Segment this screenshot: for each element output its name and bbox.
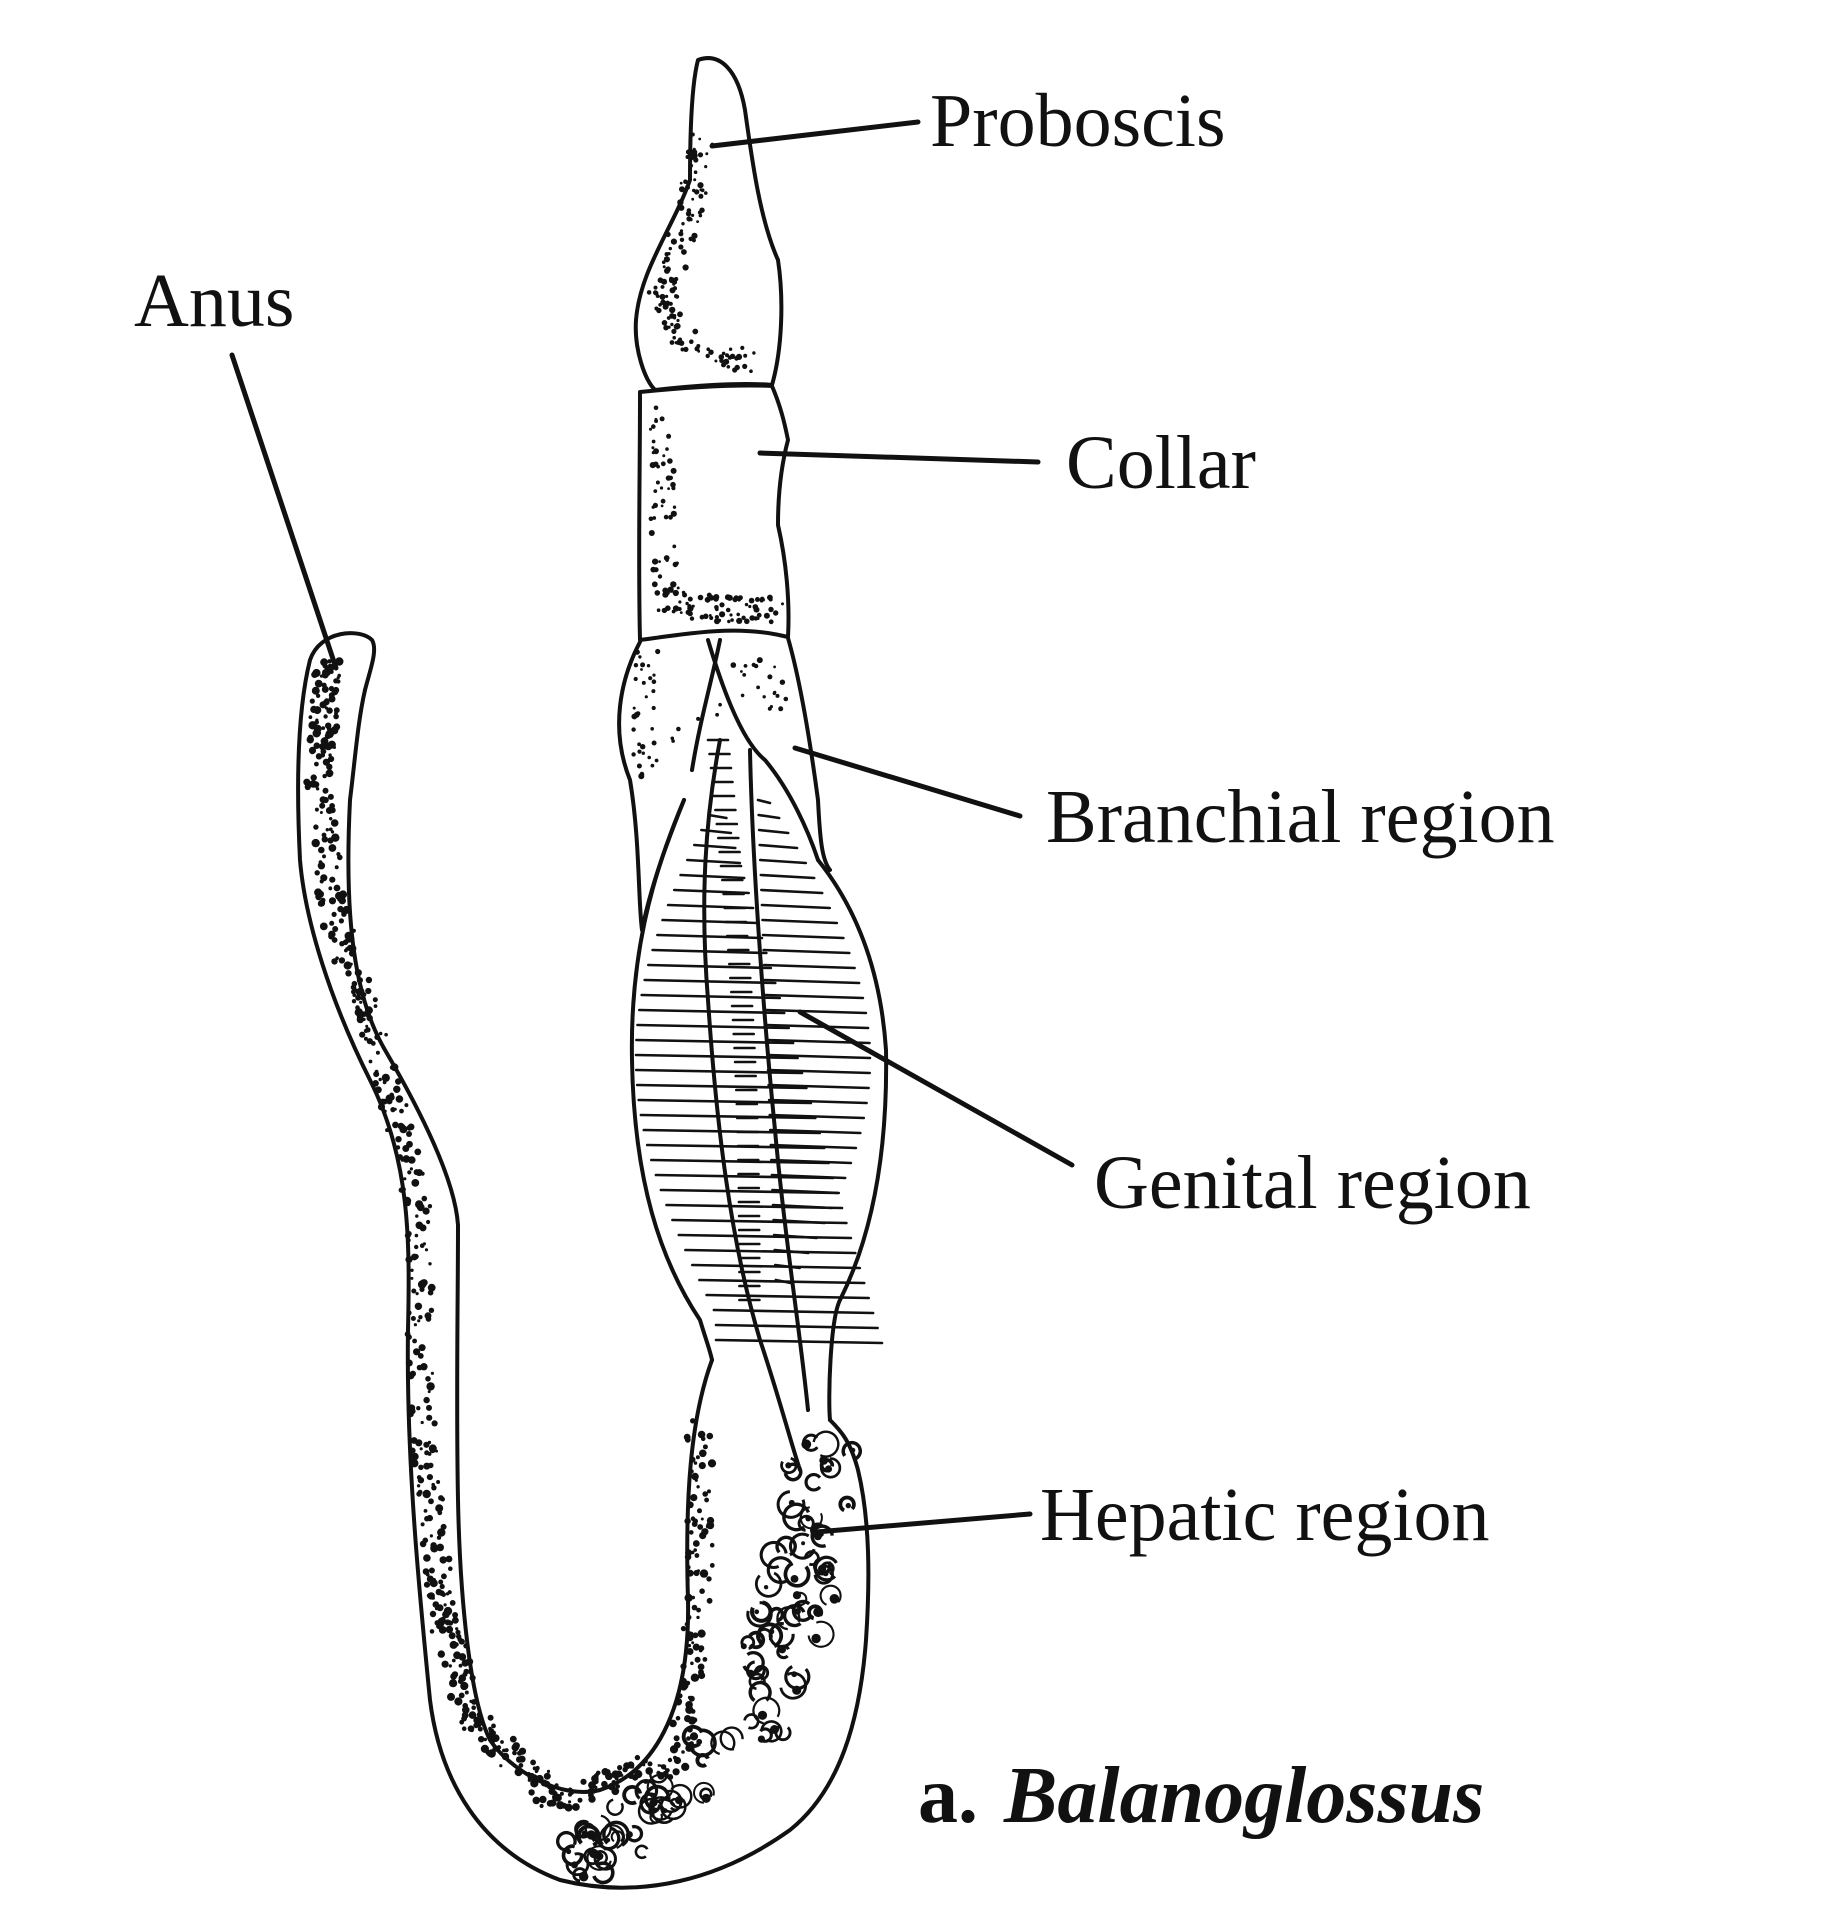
genital-hatching	[634, 798, 884, 1345]
branchial-region-shape	[617, 636, 832, 932]
collar-leader	[757, 450, 1041, 465]
genital-leader	[797, 1009, 1075, 1168]
figure-caption: a. Balanoglossus	[918, 1752, 1484, 1840]
collar-stipple	[648, 405, 784, 625]
collar-label: Collar	[1066, 421, 1256, 505]
branchial-leader	[792, 745, 1023, 819]
branchial-stipple	[631, 638, 789, 780]
genital-region-shape	[629, 738, 889, 1472]
proboscis-label: Proboscis	[930, 79, 1226, 163]
proboscis-leader	[709, 119, 921, 149]
branchial-region-label: Branchial region	[1046, 775, 1555, 859]
hepatic-leader	[813, 1511, 1033, 1535]
hepatic-saccules	[556, 1430, 862, 1885]
trunk-tail-shape	[296, 631, 871, 1890]
anus-label: Anus	[134, 259, 294, 343]
hepatic-region-label: Hepatic region	[1040, 1473, 1489, 1557]
collar-shape	[637, 383, 791, 642]
midline-ticks	[706, 738, 761, 1302]
caption-species-name: Balanoglossus	[1003, 1752, 1484, 1840]
proboscis-stipple	[646, 132, 756, 374]
proboscis-shape	[633, 56, 784, 392]
genital-region-label: Genital region	[1094, 1141, 1531, 1225]
anus-leader	[229, 352, 339, 671]
caption-letter: a.	[918, 1752, 978, 1840]
tail-stipple	[303, 657, 717, 1812]
